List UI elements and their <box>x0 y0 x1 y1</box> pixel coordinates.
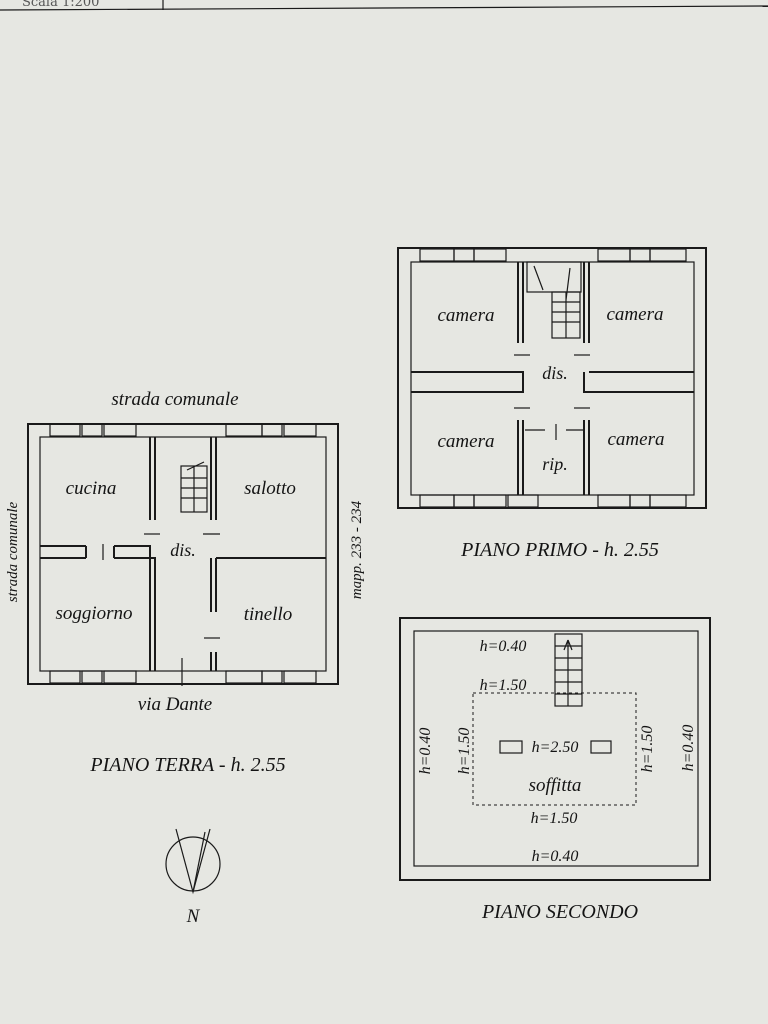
attic-label: soffitta <box>529 775 582 796</box>
first-floor-plan: camera camera camera camera dis. rip. PI… <box>397 247 707 561</box>
room-label-dis: dis. <box>170 540 196 560</box>
height-right-outer: h=0.40 <box>680 725 697 772</box>
height-center: h=2.50 <box>532 739 579 756</box>
first-floor-caption: PIANO PRIMO - h. 2.55 <box>460 539 659 561</box>
room-label-cucina: cucina <box>66 478 117 499</box>
room-label-camera-tr: camera <box>607 304 664 325</box>
height-bottom-inner: h=1.50 <box>531 810 578 827</box>
second-stairs <box>554 633 583 707</box>
room-label-camera-bl: camera <box>438 431 495 452</box>
room-label-salotto: salotto <box>244 478 296 499</box>
height-left-inner: h=1.50 <box>456 728 473 775</box>
street-label-top: strada comunale <box>111 389 238 410</box>
height-top-outer: h=0.40 <box>480 638 527 655</box>
ground-floor-caption: PIANO TERRA - h. 2.55 <box>89 754 285 776</box>
room-label-dis-first: dis. <box>542 363 568 383</box>
first-windows <box>419 248 687 508</box>
height-left-outer: h=0.40 <box>417 728 434 775</box>
height-bottom-outer: h=0.40 <box>532 848 579 865</box>
north-arrow: N <box>165 828 221 927</box>
parcel-label: mapp. 233 - 234 <box>349 500 365 599</box>
ground-floor-plan: cucina salotto soggiorno tinello dis. st… <box>5 389 365 776</box>
second-floor-caption: PIANO SECONDO <box>481 901 638 923</box>
first-stairs <box>526 261 582 339</box>
room-label-tinello: tinello <box>244 604 293 625</box>
room-label-camera-br: camera <box>608 429 665 450</box>
header-strip: Scala 1:200 <box>0 0 768 11</box>
compass-n-label: N <box>186 906 201 927</box>
scale-text: Scala 1:200 <box>22 0 99 10</box>
room-label-soggiorno: soggiorno <box>55 603 132 624</box>
room-label-rip: rip. <box>542 454 568 474</box>
room-label-camera-tl: camera <box>438 305 495 326</box>
height-right-inner: h=1.50 <box>639 726 656 773</box>
ground-windows <box>49 423 317 684</box>
height-top-inner: h=1.50 <box>480 677 527 694</box>
second-floor-plan: h=0.40 h=1.50 h=2.50 soffitta h=1.50 h=0… <box>399 617 711 923</box>
street-label-left: strada comunale <box>5 501 21 602</box>
street-label-bottom: via Dante <box>138 694 212 715</box>
ground-stairs <box>180 461 208 513</box>
